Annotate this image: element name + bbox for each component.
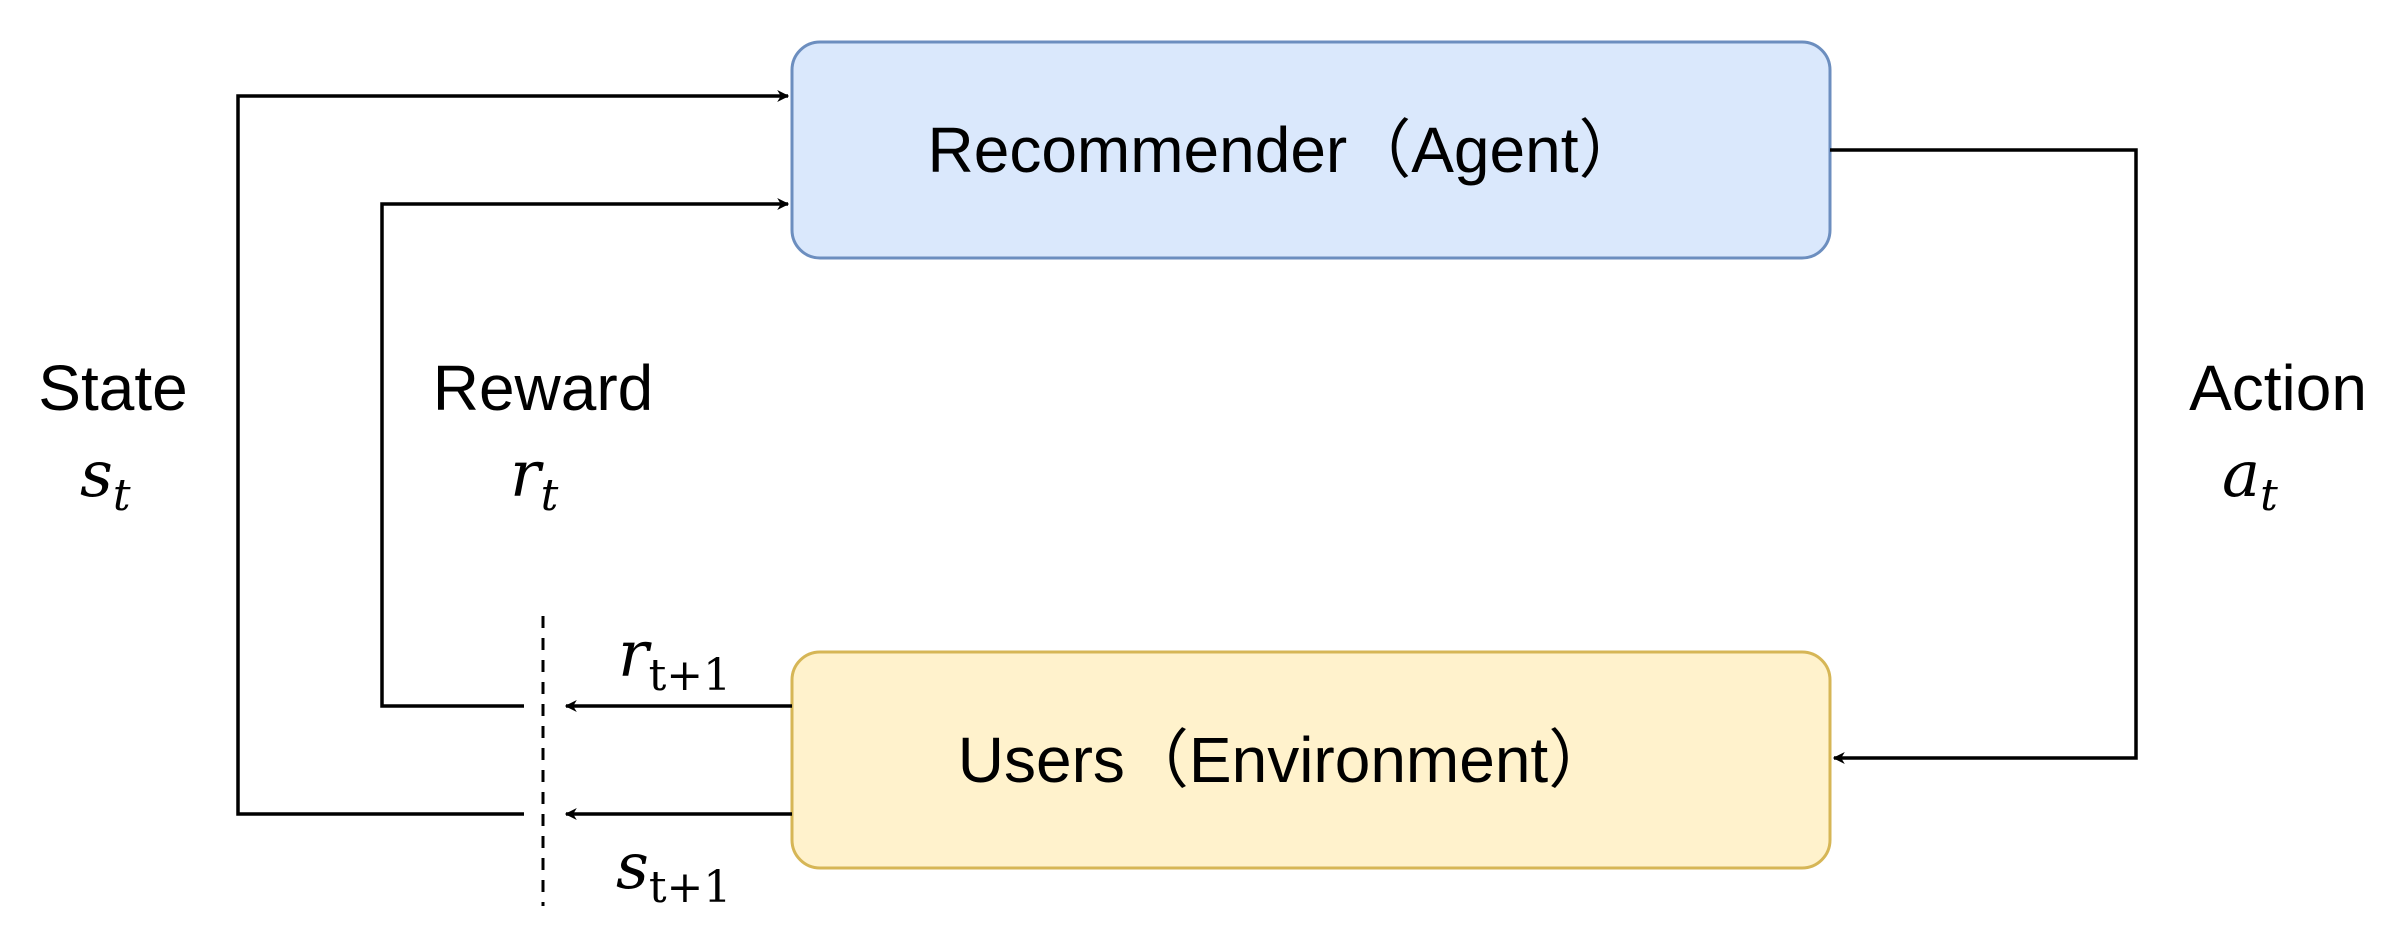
action-label-word: Action (2189, 352, 2367, 424)
reward-label-symbol: rt (510, 438, 559, 521)
action-edge (1830, 148, 2138, 764)
agent-node-label: Recommender（Agent） (928, 114, 1643, 186)
next-reward-label: rt+1 (618, 618, 731, 701)
state-label-symbol: st (80, 438, 131, 521)
next-state-label: st+1 (616, 830, 731, 913)
action-label-symbol: at (2222, 438, 2278, 521)
environment-node (790, 650, 1832, 870)
reward-edge (380, 198, 790, 708)
state-label-word: State (38, 352, 187, 424)
environment-node-label: Users（Environment） (958, 724, 1612, 796)
state-edge (236, 90, 790, 816)
reward-label-word: Reward (433, 352, 654, 424)
